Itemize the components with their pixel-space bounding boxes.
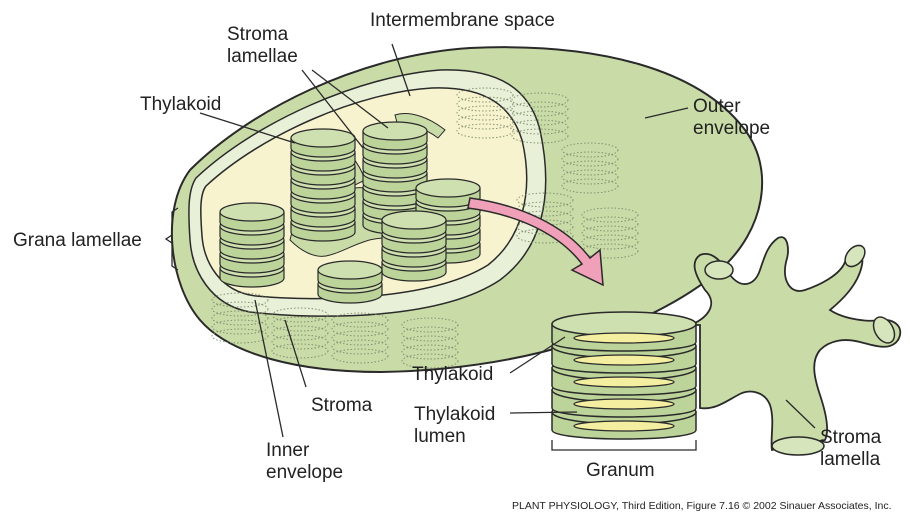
granum-stack-5: [381, 210, 447, 282]
label-grana-lamellae: Grana lamellae: [13, 230, 142, 251]
figure-credit: PLANT PHYSIOLOGY, Third Edition, Figure …: [512, 500, 892, 512]
label-outer-envelope-1: Outer: [693, 96, 741, 117]
label-stroma-lamella-2: lamella: [820, 449, 881, 470]
chloroplast: [170, 46, 764, 374]
label-inner-envelope-2: envelope: [266, 462, 343, 483]
granum-disks: [551, 311, 697, 440]
zoom-arrow: [467, 197, 604, 287]
label-stroma-lamella-1: Stroma: [820, 427, 882, 448]
label-thylakoid-top: Thylakoid: [140, 94, 221, 115]
label-thylakoid-right: Thylakoid: [412, 364, 493, 385]
labels: Stroma lamellae Intermembrane space Thyl…: [13, 10, 882, 483]
granum-detail: [551, 236, 902, 456]
label-stroma: Stroma: [311, 395, 373, 416]
credit-rest: , Third Edition, Figure 7.16 © 2002 Sina…: [616, 500, 892, 512]
label-inner-envelope-1: Inner: [266, 440, 310, 461]
label-intermembrane-space: Intermembrane space: [370, 10, 555, 31]
leader-lines: [164, 43, 816, 451]
granum-stack-6: [317, 260, 383, 304]
label-stroma-lamellae-1: Stroma: [227, 24, 289, 45]
label-granum: Granum: [586, 460, 655, 481]
label-outer-envelope-2: envelope: [693, 118, 770, 139]
granum-stack-1: [290, 128, 356, 242]
label-thylakoid-lumen-1: Thylakoid: [414, 404, 495, 425]
credit-book-title: PLANT PHYSIOLOGY: [512, 500, 617, 512]
granum-stack-3: [219, 202, 285, 288]
label-stroma-lamellae-2: lamellae: [227, 46, 298, 67]
label-thylakoid-lumen-2: lumen: [414, 426, 466, 447]
